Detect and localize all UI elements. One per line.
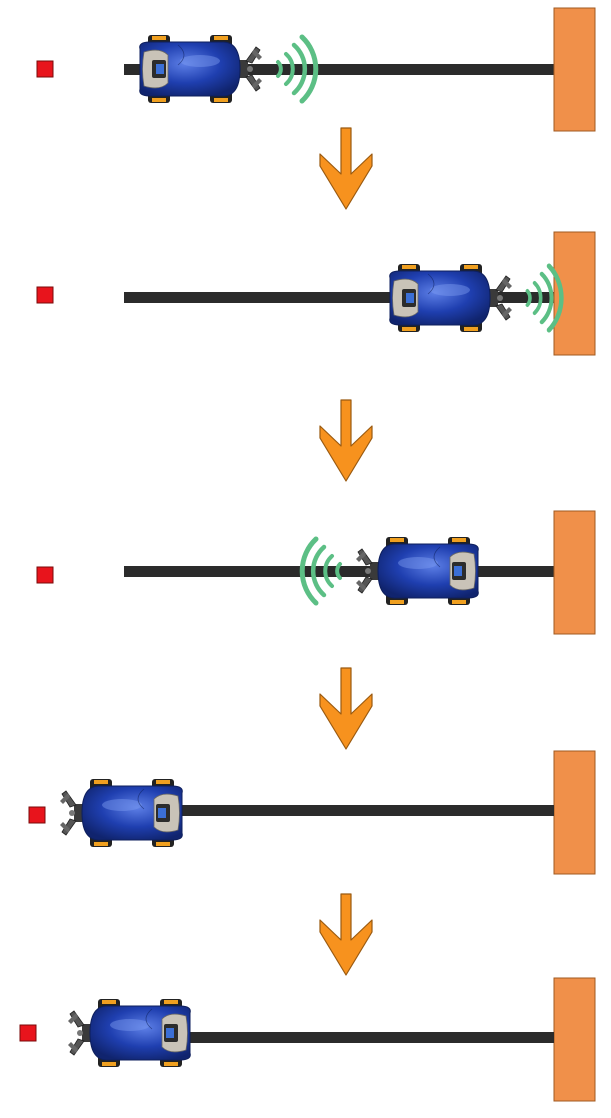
- step-4: [28, 750, 596, 875]
- robot-car: [355, 536, 479, 606]
- wall: [553, 7, 596, 132]
- step-2: [36, 231, 596, 356]
- robot-car: [139, 34, 263, 104]
- track: [124, 292, 554, 303]
- step-1: [36, 7, 596, 132]
- wall: [553, 510, 596, 635]
- down-arrow-icon: [319, 667, 373, 750]
- down-arrow-icon: [319, 127, 373, 210]
- target-block: [28, 806, 46, 824]
- target-block: [36, 60, 54, 78]
- target-block: [36, 286, 54, 304]
- robot-car: [389, 263, 513, 333]
- target-block: [19, 1024, 37, 1042]
- step-3: [36, 510, 596, 635]
- wall: [553, 750, 596, 875]
- track: [124, 64, 554, 75]
- down-arrow-icon: [319, 893, 373, 976]
- down-arrow-icon: [319, 399, 373, 482]
- track: [160, 1032, 554, 1043]
- target-block: [36, 566, 54, 584]
- track: [150, 805, 554, 816]
- robot-car: [67, 998, 191, 1068]
- step-5: [19, 977, 596, 1102]
- robot-car: [59, 778, 183, 848]
- wall: [553, 977, 596, 1102]
